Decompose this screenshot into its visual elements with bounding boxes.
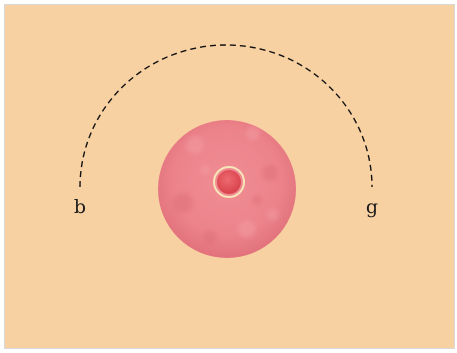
label-b: b xyxy=(74,196,86,218)
cell xyxy=(158,120,296,258)
diagram-frame: b g xyxy=(4,4,455,349)
label-g: g xyxy=(366,196,378,218)
cell-diagram: b g xyxy=(5,5,455,349)
nucleus xyxy=(217,170,241,194)
